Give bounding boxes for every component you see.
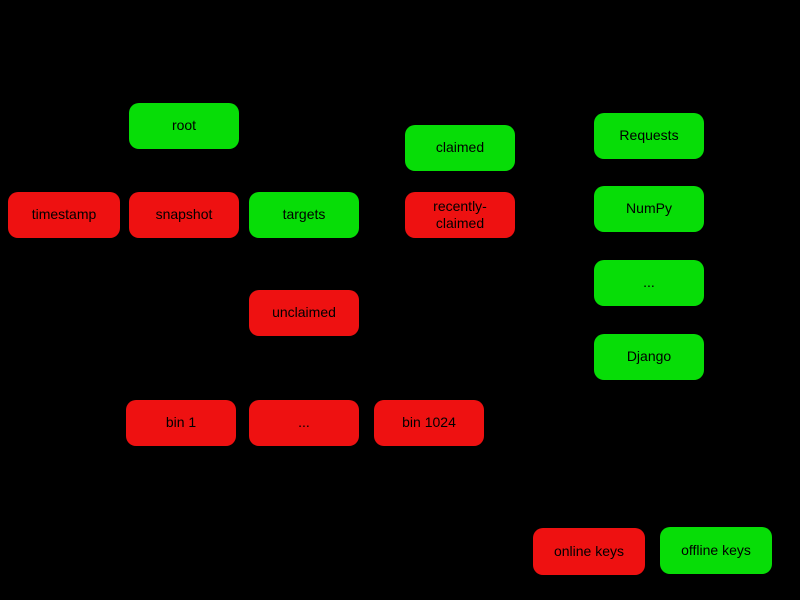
node-bin-1: bin 1 bbox=[126, 400, 236, 446]
node-label: targets bbox=[282, 206, 326, 223]
node-requests: Requests bbox=[594, 113, 704, 159]
node-legend-online-keys: online keys bbox=[533, 528, 645, 575]
node-label: claimed bbox=[435, 139, 485, 156]
node-label: unclaimed bbox=[272, 304, 336, 321]
node-label: snapshot bbox=[155, 206, 213, 223]
node-label: online keys bbox=[553, 542, 625, 559]
node-label: recently-claimed bbox=[433, 197, 487, 232]
node-label: Django bbox=[626, 348, 672, 365]
node-bin-ellipsis: ... bbox=[249, 400, 359, 446]
node-snapshot: snapshot bbox=[129, 192, 239, 238]
node-label: NumPy bbox=[626, 200, 672, 217]
node-targets: targets bbox=[249, 192, 359, 238]
node-label: bin 1024 bbox=[402, 414, 456, 431]
node-label: ... bbox=[298, 414, 310, 431]
node-legend-offline-keys: offline keys bbox=[660, 527, 772, 574]
node-label: timestamp bbox=[31, 206, 97, 223]
node-root: root bbox=[129, 103, 239, 149]
node-label: bin 1 bbox=[165, 414, 197, 431]
node-numpy: NumPy bbox=[594, 186, 704, 232]
node-timestamp: timestamp bbox=[8, 192, 120, 238]
node-label: root bbox=[171, 117, 197, 134]
node-project-ellipsis: ... bbox=[594, 260, 704, 306]
node-label: ... bbox=[643, 274, 655, 291]
node-label: offline keys bbox=[681, 541, 751, 558]
node-bin-1024: bin 1024 bbox=[374, 400, 484, 446]
node-claimed: claimed bbox=[405, 125, 515, 171]
node-unclaimed: unclaimed bbox=[249, 290, 359, 336]
node-django: Django bbox=[594, 334, 704, 380]
node-recently-claimed: recently-claimed bbox=[405, 192, 515, 238]
node-label: Requests bbox=[619, 127, 679, 144]
